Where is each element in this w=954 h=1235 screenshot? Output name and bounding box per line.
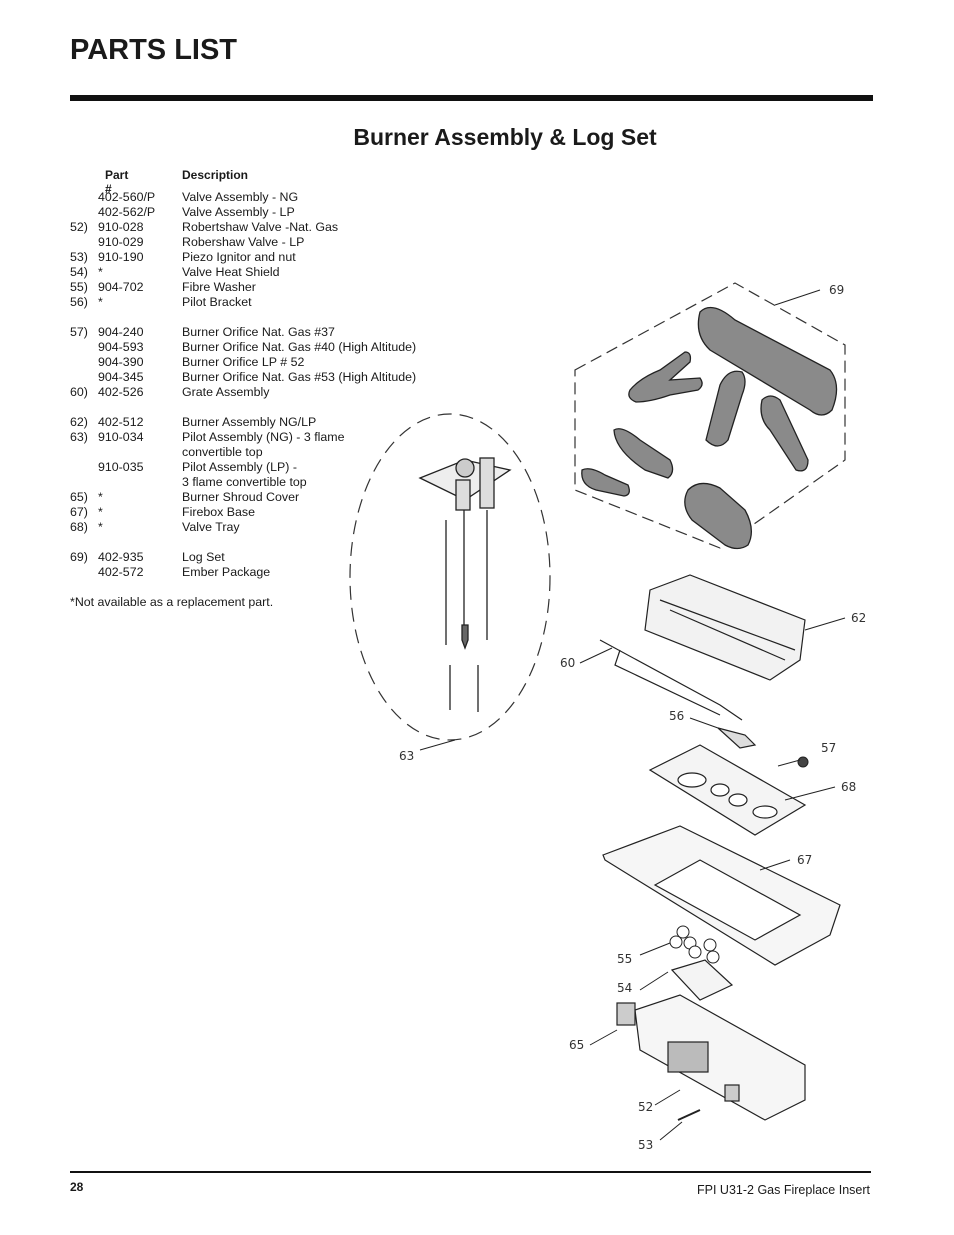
- part-number: *: [98, 265, 103, 279]
- part-description: Robertshaw Valve -Nat. Gas: [182, 220, 339, 234]
- part-description: Valve Assembly - LP: [182, 205, 295, 219]
- part-description: Firebox Base: [182, 505, 256, 519]
- ref-number: 68): [70, 520, 88, 534]
- page-number: 28: [70, 1180, 84, 1194]
- part-number: 402-526: [98, 385, 144, 399]
- callout-60: 60: [560, 656, 575, 670]
- part-description: Burner Assembly NG/LP: [182, 415, 317, 429]
- part-number: 904-240: [98, 325, 144, 339]
- valve-heat-shield-icon: [670, 959, 734, 1001]
- callout-68: 68: [841, 780, 856, 794]
- part-description: Log Set: [182, 550, 225, 564]
- callout-53: 53: [638, 1138, 653, 1152]
- ref-number: 67): [70, 505, 88, 519]
- callout-69: 69: [829, 283, 844, 297]
- callout-56: 56: [669, 709, 684, 723]
- ref-number: 52): [70, 220, 88, 234]
- callout-65: 65: [569, 1038, 584, 1052]
- callout-52: 52: [638, 1100, 653, 1114]
- ref-number: 53): [70, 250, 88, 264]
- ref-number: 62): [70, 415, 88, 429]
- firebox-base-icon: [602, 825, 841, 966]
- part-description: Burner Orifice Nat. Gas #37: [182, 325, 335, 339]
- valve-tray-icon: [648, 744, 807, 836]
- part-description: Piezo Ignitor and nut: [182, 250, 296, 264]
- document-title: FPI U31-2 Gas Fireplace Insert: [697, 1183, 870, 1197]
- callout-63: 63: [399, 749, 414, 763]
- burner-orifice-icon: [797, 756, 809, 768]
- valve-housing-icon: [616, 994, 806, 1121]
- part-number: 904-345: [98, 370, 144, 384]
- part-description: 3 flame convertible top: [182, 475, 307, 489]
- heading-rule: [70, 95, 873, 101]
- part-number: 910-029: [98, 235, 144, 249]
- part-description: Burner Shroud Cover: [182, 490, 300, 504]
- part-number: 402-572: [98, 565, 144, 579]
- part-description: Grate Assembly: [182, 385, 270, 399]
- part-description: Burner Orifice LP # 52: [182, 355, 305, 369]
- part-number: 910-035: [98, 460, 144, 474]
- column-header-part: Part #: [105, 168, 129, 196]
- ref-number: 56): [70, 295, 88, 309]
- fibre-washer-icon: [669, 925, 720, 964]
- exploded-parts-diagram: 69 62 60 56 57 63 68 67 55 54 65 52 53: [349, 282, 866, 1152]
- callout-57: 57: [821, 741, 836, 755]
- log-set-icon: [581, 306, 838, 550]
- part-description: convertible top: [182, 445, 263, 459]
- callout-55: 55: [617, 952, 632, 966]
- section-title: Burner Assembly & Log Set: [353, 124, 657, 150]
- part-number: 904-702: [98, 280, 144, 294]
- part-description: Valve Tray: [182, 520, 240, 534]
- callout-62: 62: [851, 611, 866, 625]
- ref-number: 69): [70, 550, 88, 564]
- page-title: PARTS LIST: [70, 34, 238, 66]
- part-description: Robershaw Valve - LP: [182, 235, 305, 249]
- part-description: Burner Orifice Nat. Gas #53 (High Altitu…: [182, 370, 417, 384]
- part-description: Ember Package: [182, 565, 271, 579]
- part-number: 910-034: [98, 430, 144, 444]
- part-number: *: [98, 520, 103, 534]
- column-header-description: Description: [182, 168, 249, 182]
- part-number: 402-935: [98, 550, 144, 564]
- ref-number: 54): [70, 265, 88, 279]
- part-description: Pilot Assembly (NG) - 3 flame: [182, 430, 345, 444]
- part-description: Pilot Assembly (LP) -: [182, 460, 297, 474]
- part-number: 910-190: [98, 250, 144, 264]
- part-description: Valve Heat Shield: [182, 265, 280, 279]
- callout-54: 54: [617, 981, 632, 995]
- pilot-assembly-icon: [418, 457, 512, 712]
- part-description: Burner Orifice Nat. Gas #40 (High Altitu…: [182, 340, 417, 354]
- ref-number: 65): [70, 490, 88, 504]
- part-number: 402-562/P: [98, 205, 156, 219]
- pilot-bracket-icon: [717, 727, 757, 749]
- part-description: Valve Assembly - NG: [182, 190, 299, 204]
- part-number: 402-512: [98, 415, 144, 429]
- pilot-assembly-outline: [349, 413, 551, 741]
- callout-67: 67: [797, 853, 812, 867]
- part-number: *: [98, 295, 103, 309]
- ref-number: 60): [70, 385, 88, 399]
- availability-note: *Not available as a replacement part.: [70, 595, 274, 609]
- ref-number: 55): [70, 280, 88, 294]
- part-number: *: [98, 490, 103, 504]
- part-description: Fibre Washer: [182, 280, 256, 294]
- burner-grate-icon: [599, 574, 806, 721]
- part-number: *: [98, 505, 103, 519]
- ref-number: 63): [70, 430, 88, 444]
- part-number: 904-390: [98, 355, 144, 369]
- part-number: 904-593: [98, 340, 144, 354]
- part-number: 402-560/P: [98, 190, 156, 204]
- ref-number: 57): [70, 325, 88, 339]
- part-description: Pilot Bracket: [182, 295, 252, 309]
- part-number: 910-028: [98, 220, 144, 234]
- log-set-outline: [574, 282, 846, 549]
- footer-rule: [70, 1171, 871, 1173]
